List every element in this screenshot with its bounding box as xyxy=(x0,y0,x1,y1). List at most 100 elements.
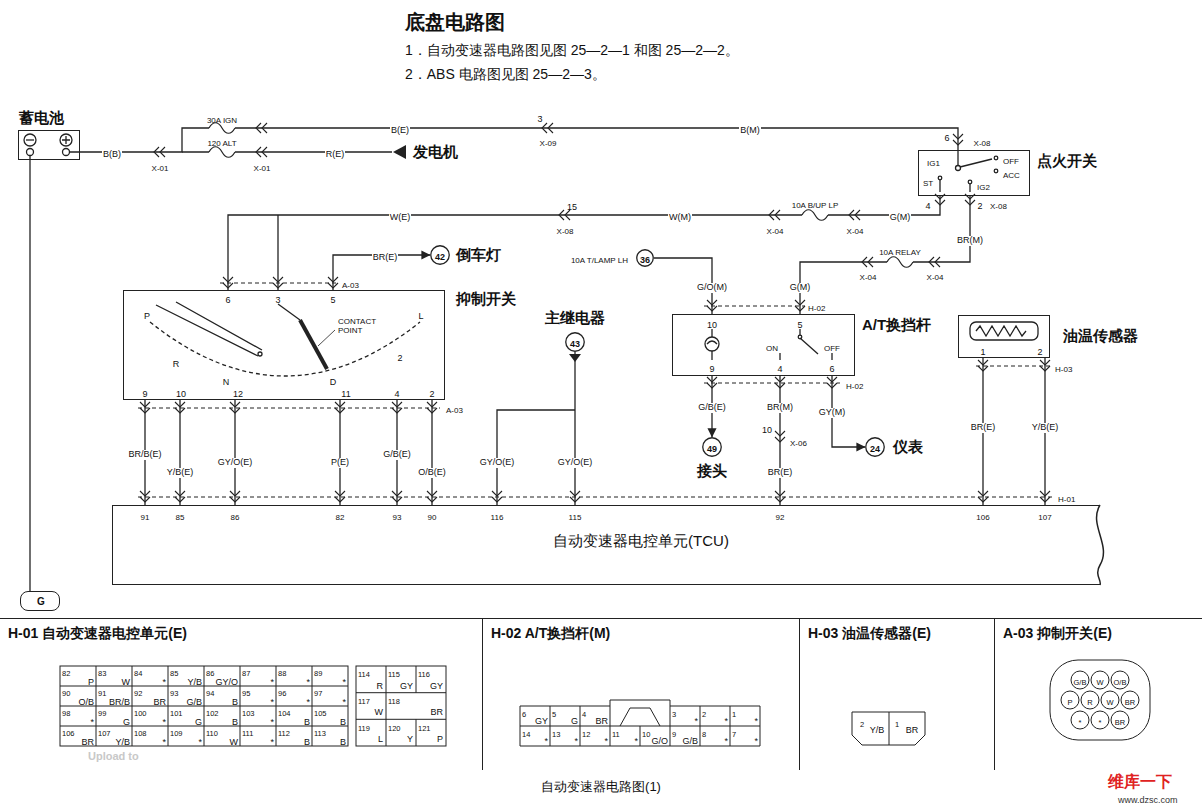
wire-label-holder: X-08 xyxy=(557,220,574,238)
connector-cell-text-holder: 1 xyxy=(732,703,736,721)
wire-label: 6 xyxy=(944,134,949,144)
connector-cell-text-holder: 109 xyxy=(170,722,183,740)
connector-cell-text: 6 xyxy=(522,711,526,719)
connector-outline xyxy=(852,712,925,745)
wire-label-holder: G(M) xyxy=(789,276,812,294)
connector-cell-text: B xyxy=(340,718,346,728)
connector-cell-text-holder: * xyxy=(634,730,638,748)
connector-cell-text-holder: GY/O xyxy=(215,671,238,689)
pin-number-holder: 82 xyxy=(336,506,345,524)
connector-circle: 36 xyxy=(636,249,654,267)
connector-cell-text-holder: * xyxy=(694,710,698,728)
connector-cell-text: 99 xyxy=(98,710,106,718)
connector-cell-text-holder: * xyxy=(306,691,310,709)
connector-circle: 42倒车灯 xyxy=(430,245,450,265)
connector-cell-text-holder: G xyxy=(123,711,130,729)
wire-label-holder: X-04 xyxy=(927,266,944,284)
node-title: 24 xyxy=(870,445,880,455)
connector-cell-text-holder: 106 xyxy=(62,722,75,740)
pin-number-holder: 3 xyxy=(275,289,280,307)
circle-outline xyxy=(566,333,585,352)
connector-cell-text-holder: W xyxy=(230,731,239,749)
pin-number: 2 xyxy=(429,390,434,400)
connector-cell-text: B xyxy=(304,718,310,728)
connector-cell-text: O/B xyxy=(78,698,94,708)
connector-cell-text-holder: 111 xyxy=(242,722,253,740)
connector-dashed-line xyxy=(704,383,840,384)
connector-cell-text: * xyxy=(724,717,728,727)
connector-cell-text-holder: 5 xyxy=(552,703,556,721)
wire-label-holder: 10 xyxy=(762,419,772,437)
watermark: 维库一下 xyxy=(1108,773,1172,791)
connector-circle: 43主继电器 xyxy=(565,332,585,352)
connector-cell-text: BR xyxy=(81,738,94,748)
wire-label: X-08 xyxy=(557,228,574,237)
connector-pin-grid xyxy=(356,666,446,746)
circle-outline xyxy=(703,438,722,457)
gear-position: N xyxy=(223,378,230,388)
connector-cell-text: 9 xyxy=(672,731,676,739)
connector-cell-text-holder: BR xyxy=(1125,691,1135,709)
connector-cell-text: * xyxy=(162,738,166,748)
connector-cell-text-holder: * xyxy=(270,671,274,689)
connector-cell-text-holder: 83 xyxy=(98,662,106,680)
connector-cell-text: GY xyxy=(535,717,548,727)
connector-cell-text: 13 xyxy=(552,731,560,739)
connector-cell-text: 91 xyxy=(98,690,106,698)
connector-chevron xyxy=(775,377,785,388)
node-title: H-01 自动变速器电控单元(E) xyxy=(8,626,187,641)
connector-cell-text: G/O xyxy=(651,737,668,747)
connector-chevron xyxy=(335,402,345,413)
connector-cell-text: R xyxy=(1087,699,1092,707)
wire-label: X-04 xyxy=(767,228,784,237)
shift-lever-symbol xyxy=(780,353,832,360)
connector-cell-text: L xyxy=(378,735,383,745)
wire-label-holder: X-04 xyxy=(767,220,784,238)
wire-label: A-03 xyxy=(342,282,359,291)
connector-cell-text: B xyxy=(304,738,310,748)
wire-connector xyxy=(431,400,432,505)
ignition-switch-symbol xyxy=(938,176,942,180)
ignition-switch-box: 点火开关IG1STOFFACCIG2 xyxy=(918,150,1030,196)
wire-label: H-02 xyxy=(846,383,863,392)
connector-chevron xyxy=(175,402,185,413)
wire-label: W(M) xyxy=(668,213,692,223)
connector-cell-text-holder: * xyxy=(754,730,758,748)
connector-cell-text-holder: 99 xyxy=(98,702,106,720)
connector-cell-text-holder: 100 xyxy=(134,702,147,720)
connector-chevron xyxy=(256,123,267,133)
wire-connector xyxy=(234,400,235,505)
connector-cell-text-holder: * xyxy=(342,671,346,689)
pin-number: 3 xyxy=(275,296,280,306)
wire-label: G/B(E) xyxy=(697,403,727,413)
connector-cell-text: B xyxy=(232,718,238,728)
connector-dashed-line xyxy=(704,306,805,307)
wire-label: X-09 xyxy=(540,140,557,149)
connector-chevron xyxy=(230,402,240,413)
wire-label-holder: R(E) xyxy=(325,143,346,161)
wire-label-holder: O/B(E) xyxy=(417,461,447,479)
wire-label: GY(M) xyxy=(818,408,847,418)
connector-cell-text: G/B xyxy=(682,737,698,747)
node-title: 点火开关 xyxy=(1037,153,1097,170)
wire-label: 15 xyxy=(567,203,577,213)
connector-cell-text-holder: * xyxy=(162,731,166,749)
connector-cell-text: 109 xyxy=(170,730,183,738)
node-title-holder: A/T换挡杆 xyxy=(862,316,931,334)
connector-cell-text: B xyxy=(232,698,238,708)
pin-number: 1 xyxy=(980,348,985,358)
wire-connector xyxy=(228,196,940,290)
connector-cell-text: 1 xyxy=(732,711,736,719)
pin-number-holder: 90 xyxy=(428,506,437,524)
connector-dashed-line xyxy=(138,497,1052,498)
node-title-holder: 点火开关 xyxy=(1037,152,1097,170)
connector-cell-text: BR xyxy=(430,708,443,718)
ignition-switch-symbol xyxy=(957,150,958,166)
connector-cell-text-holder: G/B xyxy=(682,730,698,748)
connector-cell-text-holder: G xyxy=(571,710,578,728)
connector-cell-text: 113 xyxy=(314,730,326,738)
connector-chevron xyxy=(1040,360,1050,371)
pin-number: 6 xyxy=(225,296,230,306)
connector-cell-text: 116 xyxy=(418,671,430,679)
